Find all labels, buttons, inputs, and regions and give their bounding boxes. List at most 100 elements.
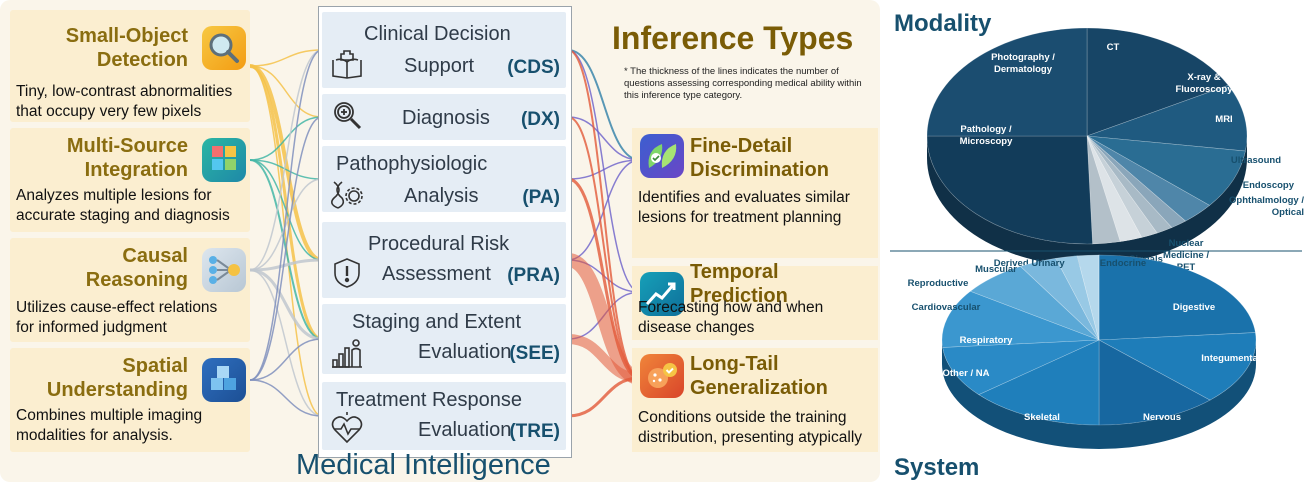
connector-line — [249, 258, 323, 272]
type-title: Fine-Detail Discrimination — [690, 135, 829, 181]
ability-name: Procedural Risk — [368, 233, 510, 255]
ability-abbr: (TRE) — [509, 421, 560, 442]
pie-side — [942, 340, 1256, 449]
connector-line — [567, 177, 641, 380]
pie-slice — [1086, 84, 1248, 152]
pie-slice — [1019, 257, 1100, 341]
puzzle-icon — [202, 138, 246, 182]
pie-slice — [1086, 135, 1246, 206]
pie-label: Ultrasound — [1231, 155, 1281, 166]
pie-slice — [1086, 135, 1187, 228]
ability-name: Analysis — [404, 185, 479, 207]
type-fine-detail: Fine-Detail Discrimination Identifies an… — [632, 128, 878, 258]
connector-line — [567, 334, 641, 383]
pie-label: Nervous — [1143, 412, 1181, 423]
pie-label: Muscular — [975, 264, 1017, 275]
pie-slice — [1098, 254, 1256, 341]
pie-label: Cardiovascular — [912, 302, 981, 313]
pie-label: Endoscopy — [1243, 180, 1295, 191]
inference-types-title: Inference Types — [612, 20, 854, 56]
pie-label: Endocrine — [1100, 258, 1146, 269]
pie-label: Reproductive — [908, 278, 969, 289]
medical-intelligence-title: Medical Intelligence — [296, 449, 551, 481]
card-spatial-understanding: Spatial Understanding Combines multiple … — [10, 348, 250, 452]
pie-label: Derived / Meta — [994, 258, 1059, 269]
cubes-icon — [202, 358, 246, 402]
connector-lines — [249, 49, 642, 418]
chart-person-icon — [330, 336, 364, 370]
connector-line — [249, 49, 323, 271]
ability-name: Diagnosis — [402, 107, 490, 129]
connector-line — [249, 49, 323, 381]
ability-name: Clinical Decision — [364, 23, 511, 45]
distribution-pies: CTX-ray &FluoroscopyMRIUltrasoundEndosco… — [890, 27, 1304, 449]
card-multi-source-integration: Multi-Source Integration Analyzes multip… — [10, 128, 250, 232]
pie-slice — [1086, 135, 1158, 238]
type-desc: Identifies and evaluates similar lesions… — [638, 189, 850, 226]
connector-line — [249, 49, 323, 67]
connector-line — [249, 178, 323, 271]
connector-line — [249, 116, 323, 381]
type-title: Long-Tail Generalization — [690, 353, 828, 399]
ability-cds: Clinical Decision Support (CDS) — [322, 12, 566, 88]
connector-line — [567, 116, 641, 161]
pie-label: Pathology /Microscopy — [960, 124, 1014, 147]
type-temporal: Temporal Prediction Forecasting how and … — [632, 261, 878, 340]
cell-check-icon — [640, 354, 684, 398]
pie-slice — [1076, 254, 1100, 341]
connector-line — [567, 376, 641, 418]
pie-slice — [1098, 339, 1211, 426]
type-title: Temporal Prediction — [690, 261, 788, 307]
card-desc: Tiny, low-contrast abnormalities that oc… — [16, 83, 233, 120]
connector-line — [249, 338, 323, 381]
ability-abbr: (DX) — [520, 109, 560, 130]
connector-line — [249, 64, 323, 341]
connector-line — [249, 65, 323, 118]
pie-slice — [1086, 135, 1121, 245]
pie-slice — [1086, 135, 1211, 222]
book-plus-icon — [330, 48, 364, 82]
pie-slice — [1086, 135, 1143, 242]
magnifier-icon — [202, 26, 246, 70]
connector-line — [249, 159, 323, 180]
card-title: Multi-Source Integration — [66, 135, 188, 181]
type-desc: Forecasting how and when disease changes — [638, 299, 824, 336]
pie-slice — [926, 135, 1093, 245]
pie-slice — [926, 27, 1088, 137]
pie-label: Other / NA — [943, 368, 990, 379]
connector-line — [249, 65, 323, 417]
ability-name: Assessment — [382, 263, 491, 285]
connector-line — [249, 269, 323, 417]
dna-gear-icon — [330, 178, 364, 212]
ability-abbr: (CDS) — [507, 57, 560, 78]
pie-label: Respiratory — [960, 335, 1014, 346]
pie-label: Photography /Dermatology — [991, 52, 1055, 75]
connector-line — [249, 116, 323, 161]
modality-title: Modality — [894, 10, 992, 37]
ability-name: Evaluation — [418, 341, 512, 363]
connector-line — [249, 379, 323, 417]
line-thickness-note: * The thickness of the lines indicates t… — [624, 66, 862, 101]
ability-abbr: (SEE) — [509, 343, 560, 364]
shield-alert-icon — [330, 256, 364, 290]
pie-label: Skeletal — [1024, 412, 1060, 423]
card-title: Spatial Understanding — [46, 355, 188, 401]
card-title: Small-Object Detection — [65, 25, 188, 71]
card-desc: Combines multiple imaging modalities for… — [16, 407, 203, 444]
card-desc: Analyzes multiple lesions for accurate s… — [16, 187, 230, 224]
pie-slice — [1086, 27, 1229, 137]
pie-label: Integumentary — [1201, 353, 1267, 364]
ability-pa: Pathophysiologic Analysis (PA) — [322, 146, 566, 212]
ability-name: Evaluation — [418, 419, 512, 441]
ability-tre: Treatment Response Evaluation (TRE) — [322, 382, 566, 450]
flow-icon — [202, 248, 246, 292]
heart-pulse-icon — [330, 412, 364, 446]
type-long-tail: Long-Tail Generalization Conditions outs… — [632, 348, 878, 452]
pie-slice — [942, 339, 1100, 395]
pie-slice — [969, 266, 1100, 341]
ability-dx: Diagnosis (DX) — [322, 94, 566, 140]
pie-label: X-ray &Fluoroscopy — [1175, 72, 1233, 95]
card-title: Causal Reasoning — [85, 245, 188, 291]
trend-icon — [640, 272, 684, 316]
pie-slice — [941, 290, 1100, 348]
